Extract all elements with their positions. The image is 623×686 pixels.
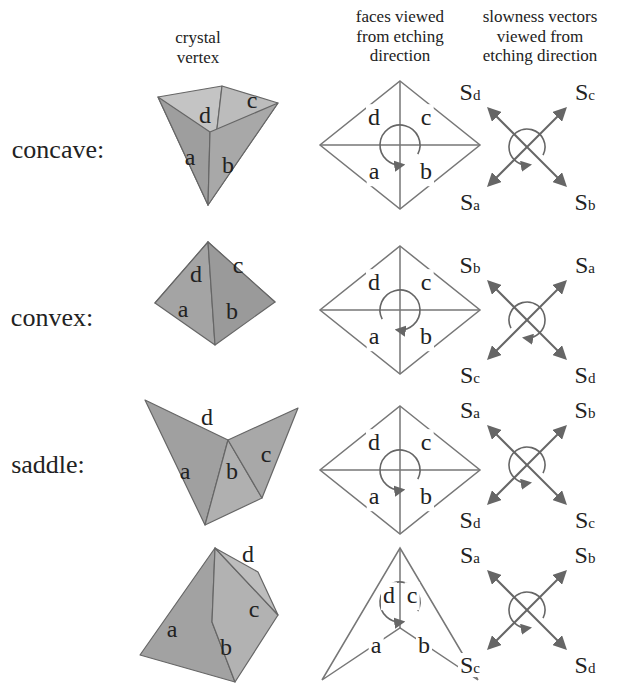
face-letter: d [201, 404, 213, 432]
slowness-vector [489, 282, 527, 320]
slowness-vector [489, 147, 527, 185]
slowness-label: Sc [458, 653, 482, 677]
slowness-vector [527, 282, 565, 320]
slowness-label: Sc [573, 508, 597, 532]
face-letter: b [416, 632, 432, 660]
face-letter: c [233, 252, 244, 280]
row-label: concave: [12, 135, 104, 165]
slowness-label: Sb [573, 398, 598, 422]
face-letter: d [242, 541, 254, 569]
crystal-face [208, 242, 275, 345]
face-outline [320, 406, 480, 534]
face-letter: b [226, 298, 238, 326]
slowness-vector [489, 320, 527, 358]
rotation-arrow [509, 129, 545, 165]
face-outline [320, 81, 480, 209]
slowness-label: Sa [458, 190, 482, 214]
face-letter: b [226, 458, 238, 486]
face-letter: c [261, 441, 272, 469]
slowness-label: Sb [573, 190, 598, 214]
slowness-label: Sb [458, 253, 483, 277]
slowness-vector [527, 610, 565, 648]
slowness-label: Sd [458, 508, 483, 532]
column-header: crystal vertex [158, 28, 238, 67]
face-edge [399, 548, 401, 628]
face-letter: a [367, 158, 382, 186]
face-edge [320, 406, 480, 534]
rotation-arrow [380, 582, 420, 622]
face-letter: a [369, 632, 384, 660]
face-letter: c [249, 596, 260, 624]
slowness-vector [527, 427, 565, 465]
slowness-vector [489, 109, 527, 147]
face-edge [320, 246, 480, 374]
crystal-face [155, 242, 215, 345]
face-outline [320, 246, 480, 374]
slowness-label: Sc [458, 363, 482, 387]
crystal-face [212, 548, 278, 682]
crystal-face [158, 97, 210, 205]
slowness-vector [527, 109, 565, 147]
face-letter: b [220, 634, 232, 662]
slowness-label: Sd [573, 653, 598, 677]
column-header: slowness vectors viewed from etching dir… [473, 7, 608, 66]
slowness-label: Sd [573, 363, 598, 387]
face-outline [322, 548, 478, 680]
face-letter: a [367, 323, 382, 351]
slowness-vector [489, 465, 527, 503]
face-letter: d [366, 269, 382, 297]
slowness-label: Sa [458, 398, 482, 422]
rotation-arrow [509, 302, 545, 338]
slowness-label: Sc [573, 80, 597, 104]
rotation-arrow [380, 290, 420, 330]
face-letter: a [178, 296, 189, 324]
face-letter: b [418, 158, 434, 186]
face-letter: c [247, 87, 258, 115]
face-letter: d [366, 104, 382, 132]
rotation-arrow [509, 592, 545, 628]
face-letter: d [190, 261, 202, 289]
rotation-arrow [380, 450, 420, 490]
slowness-label: Sa [458, 543, 482, 567]
face-edge [320, 81, 480, 209]
slowness-vector [527, 572, 565, 610]
slowness-vector [527, 147, 565, 185]
face-letter: a [180, 458, 191, 486]
slowness-vector [489, 427, 527, 465]
slowness-vector [489, 572, 527, 610]
crystal-face [208, 86, 278, 205]
row-label: saddle: [11, 450, 85, 480]
face-letter: c [419, 269, 434, 297]
row-label: convex: [11, 303, 93, 333]
slowness-vector [489, 610, 527, 648]
column-header: faces viewed from etching direction [345, 7, 455, 66]
rotation-arrow [380, 125, 420, 165]
face-letter: a [185, 144, 196, 172]
slowness-vector [527, 320, 565, 358]
face-letter: a [167, 616, 178, 644]
slowness-label: Sa [573, 253, 597, 277]
slowness-label: Sb [573, 543, 598, 567]
face-letter: c [405, 582, 420, 610]
crystal-face [228, 408, 298, 498]
face-letter: b [418, 483, 434, 511]
face-letter: a [367, 483, 382, 511]
face-letter: d [366, 429, 382, 457]
face-letter: b [418, 323, 434, 351]
face-letter: d [199, 102, 211, 130]
crystal-face [208, 103, 278, 205]
face-letter: d [381, 582, 397, 610]
face-letter: b [222, 152, 234, 180]
slowness-vector [527, 465, 565, 503]
rotation-arrow [509, 447, 545, 483]
face-letter: c [419, 429, 434, 457]
face-letter: c [419, 104, 434, 132]
slowness-label: Sd [458, 80, 483, 104]
